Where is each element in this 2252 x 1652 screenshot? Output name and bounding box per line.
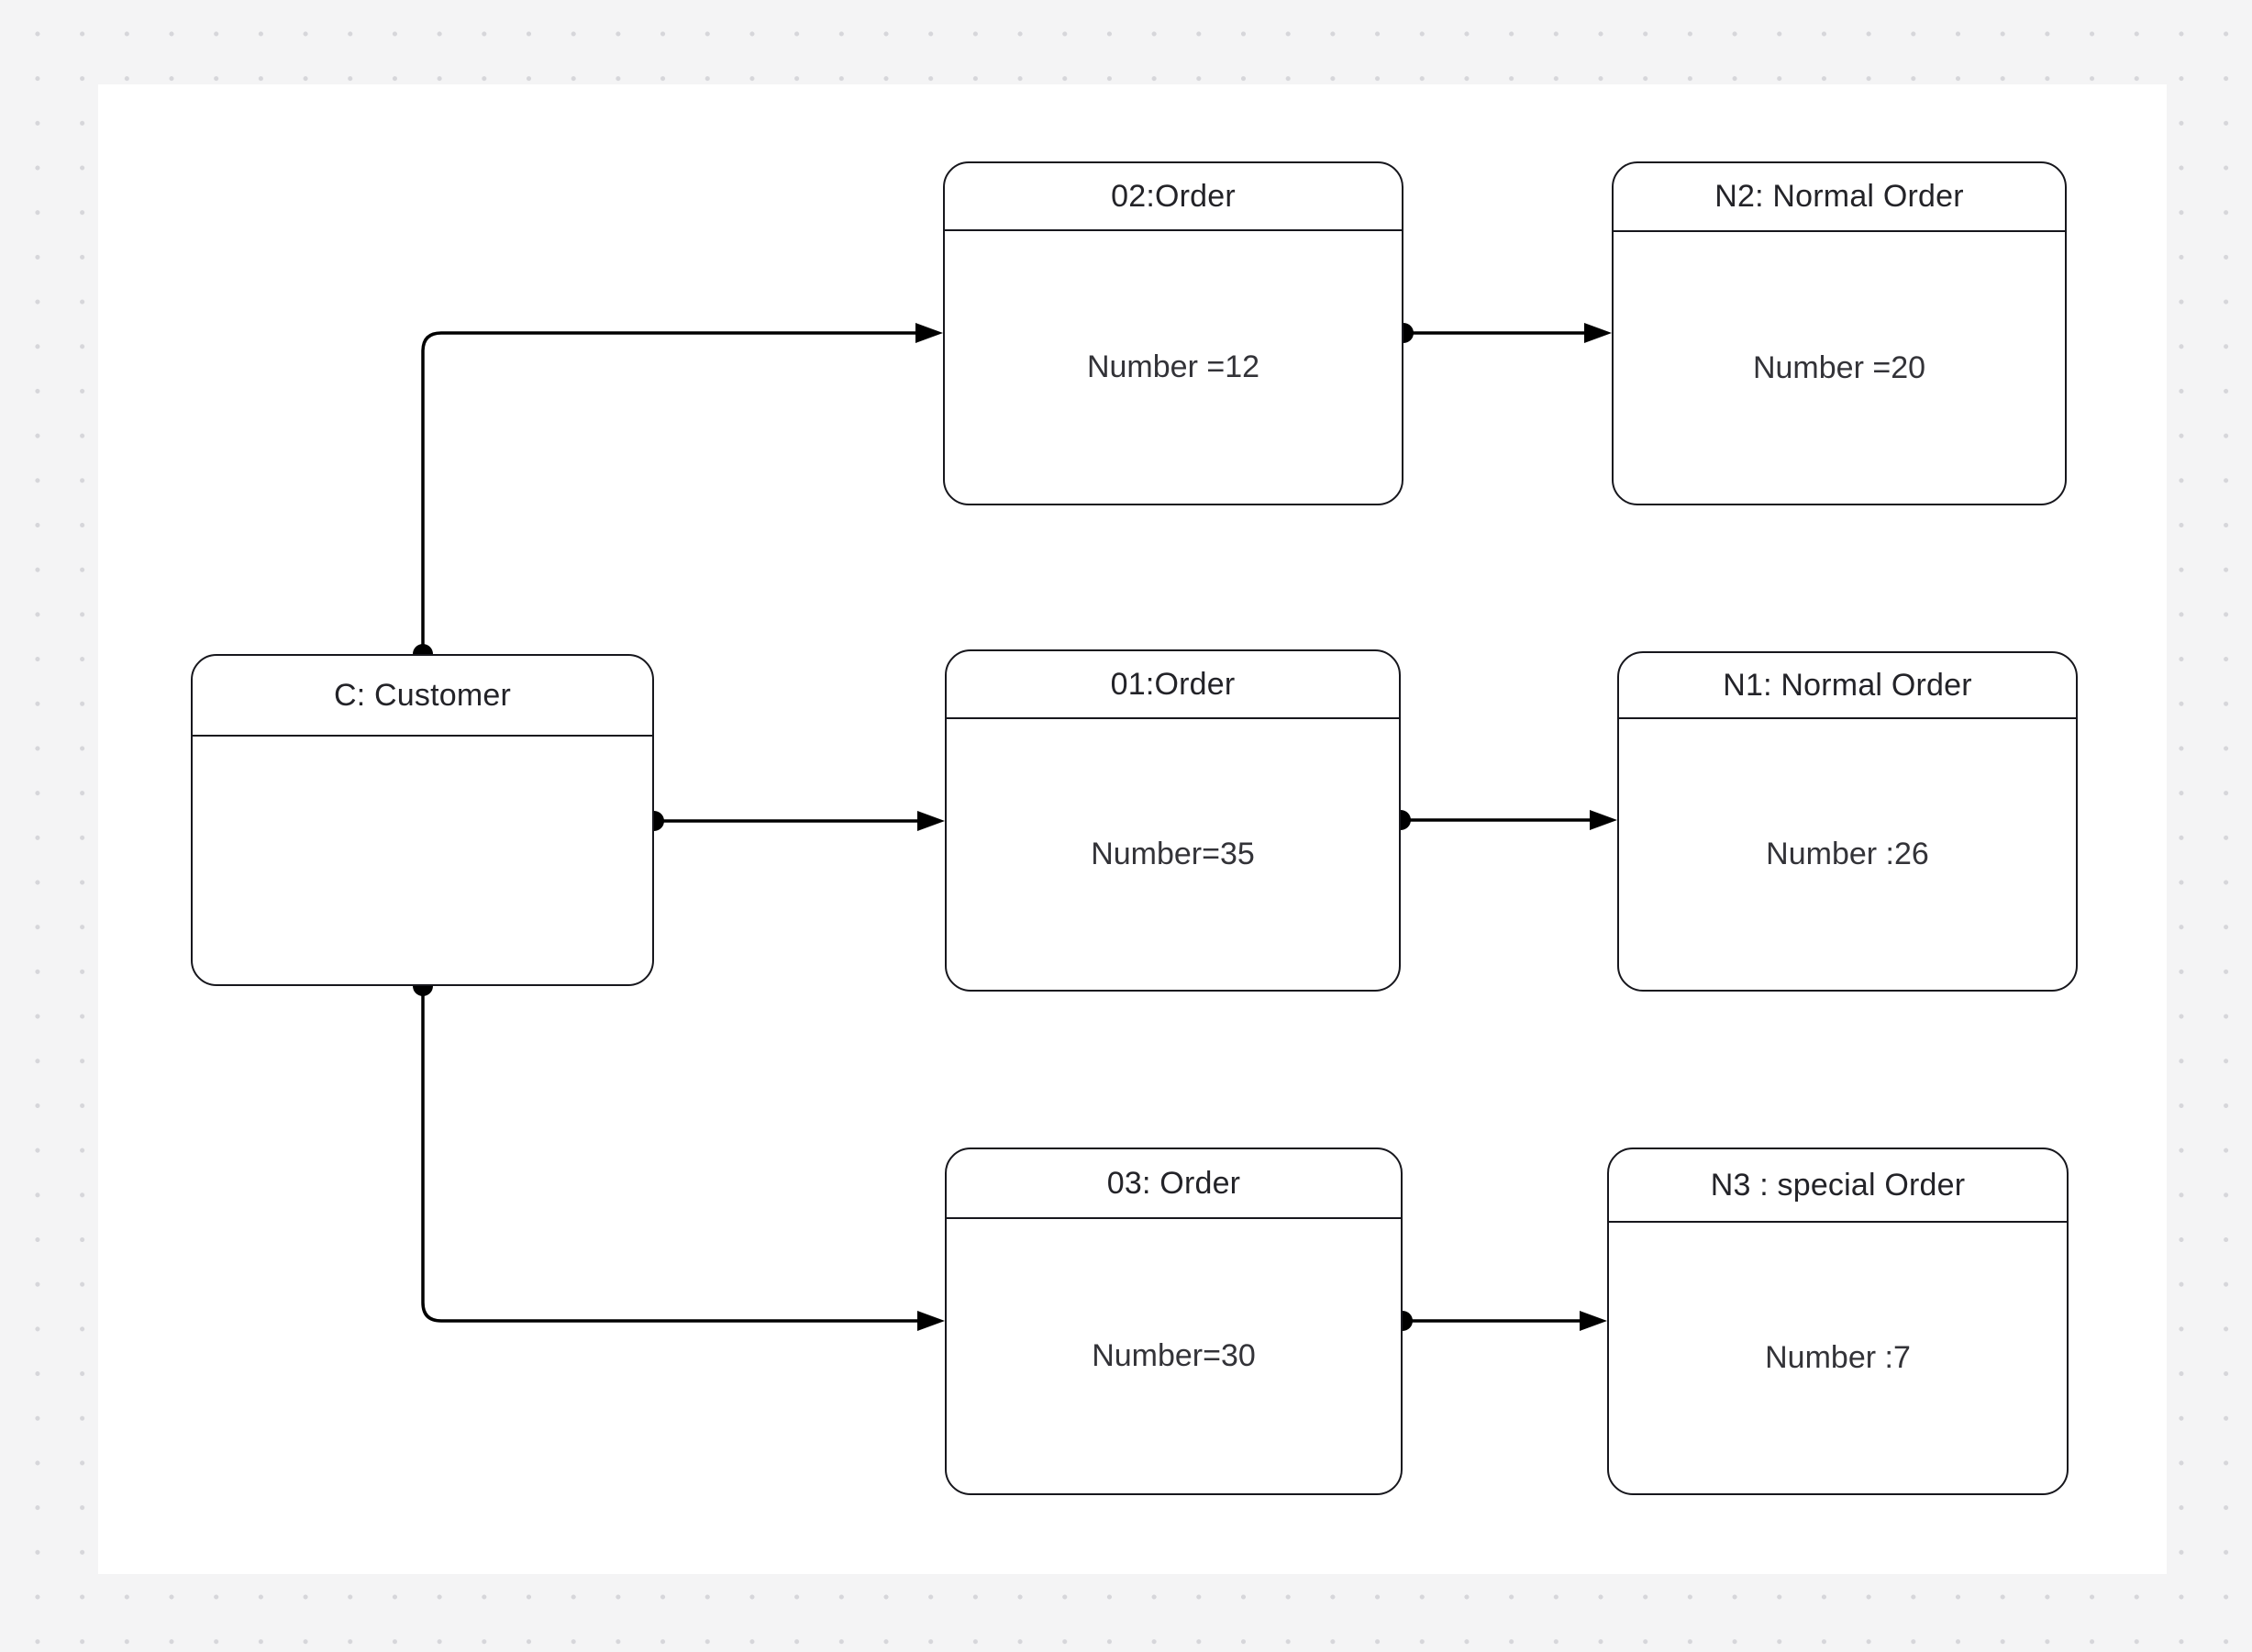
node-body: Number=30 [947,1219,1401,1493]
node-header: N3 : special Order [1609,1149,2067,1223]
node-header: 01:Order [947,651,1399,719]
node-attribute: Number =12 [1086,349,1260,384]
node-customer[interactable]: C: Customer [191,654,654,986]
node-header: 03: Order [947,1149,1401,1219]
node-title: N2: Normal Order [1714,179,1964,214]
node-header: 02:Order [945,163,1402,231]
node-attribute: Number =20 [1752,349,1926,385]
node-header: C: Customer [193,656,652,737]
node-body: Number=35 [947,719,1399,990]
node-title: C: Customer [333,677,512,713]
node-n1[interactable]: N1: Normal Order Number :26 [1617,651,2078,992]
node-header: N2: Normal Order [1614,163,2065,232]
node-order3[interactable]: 03: Order Number=30 [945,1148,1403,1495]
node-header: N1: Normal Order [1619,653,2076,719]
node-title: N3 : special Order [1710,1167,1966,1203]
node-title: 02:Order [1111,178,1236,214]
node-attribute: Number=35 [1091,837,1255,871]
node-body: Number =20 [1614,232,2065,504]
node-title: N1: Normal Order [1723,667,1972,703]
node-order1[interactable]: 01:Order Number=35 [945,649,1401,992]
node-body: Number :26 [1619,719,2076,990]
node-attribute: Number=30 [1092,1338,1256,1373]
node-n3[interactable]: N3 : special Order Number :7 [1607,1148,2069,1495]
node-title: 01:Order [1110,666,1236,702]
node-body: Number :7 [1609,1223,2067,1493]
node-body: Number =12 [945,231,1402,504]
node-body [193,737,652,984]
node-order2[interactable]: 02:Order Number =12 [943,161,1403,505]
node-title: 03: Order [1106,1165,1241,1201]
node-attribute: Number :7 [1765,1340,1911,1375]
node-attribute: Number :26 [1766,837,1929,871]
node-n2[interactable]: N2: Normal Order Number =20 [1612,161,2067,505]
